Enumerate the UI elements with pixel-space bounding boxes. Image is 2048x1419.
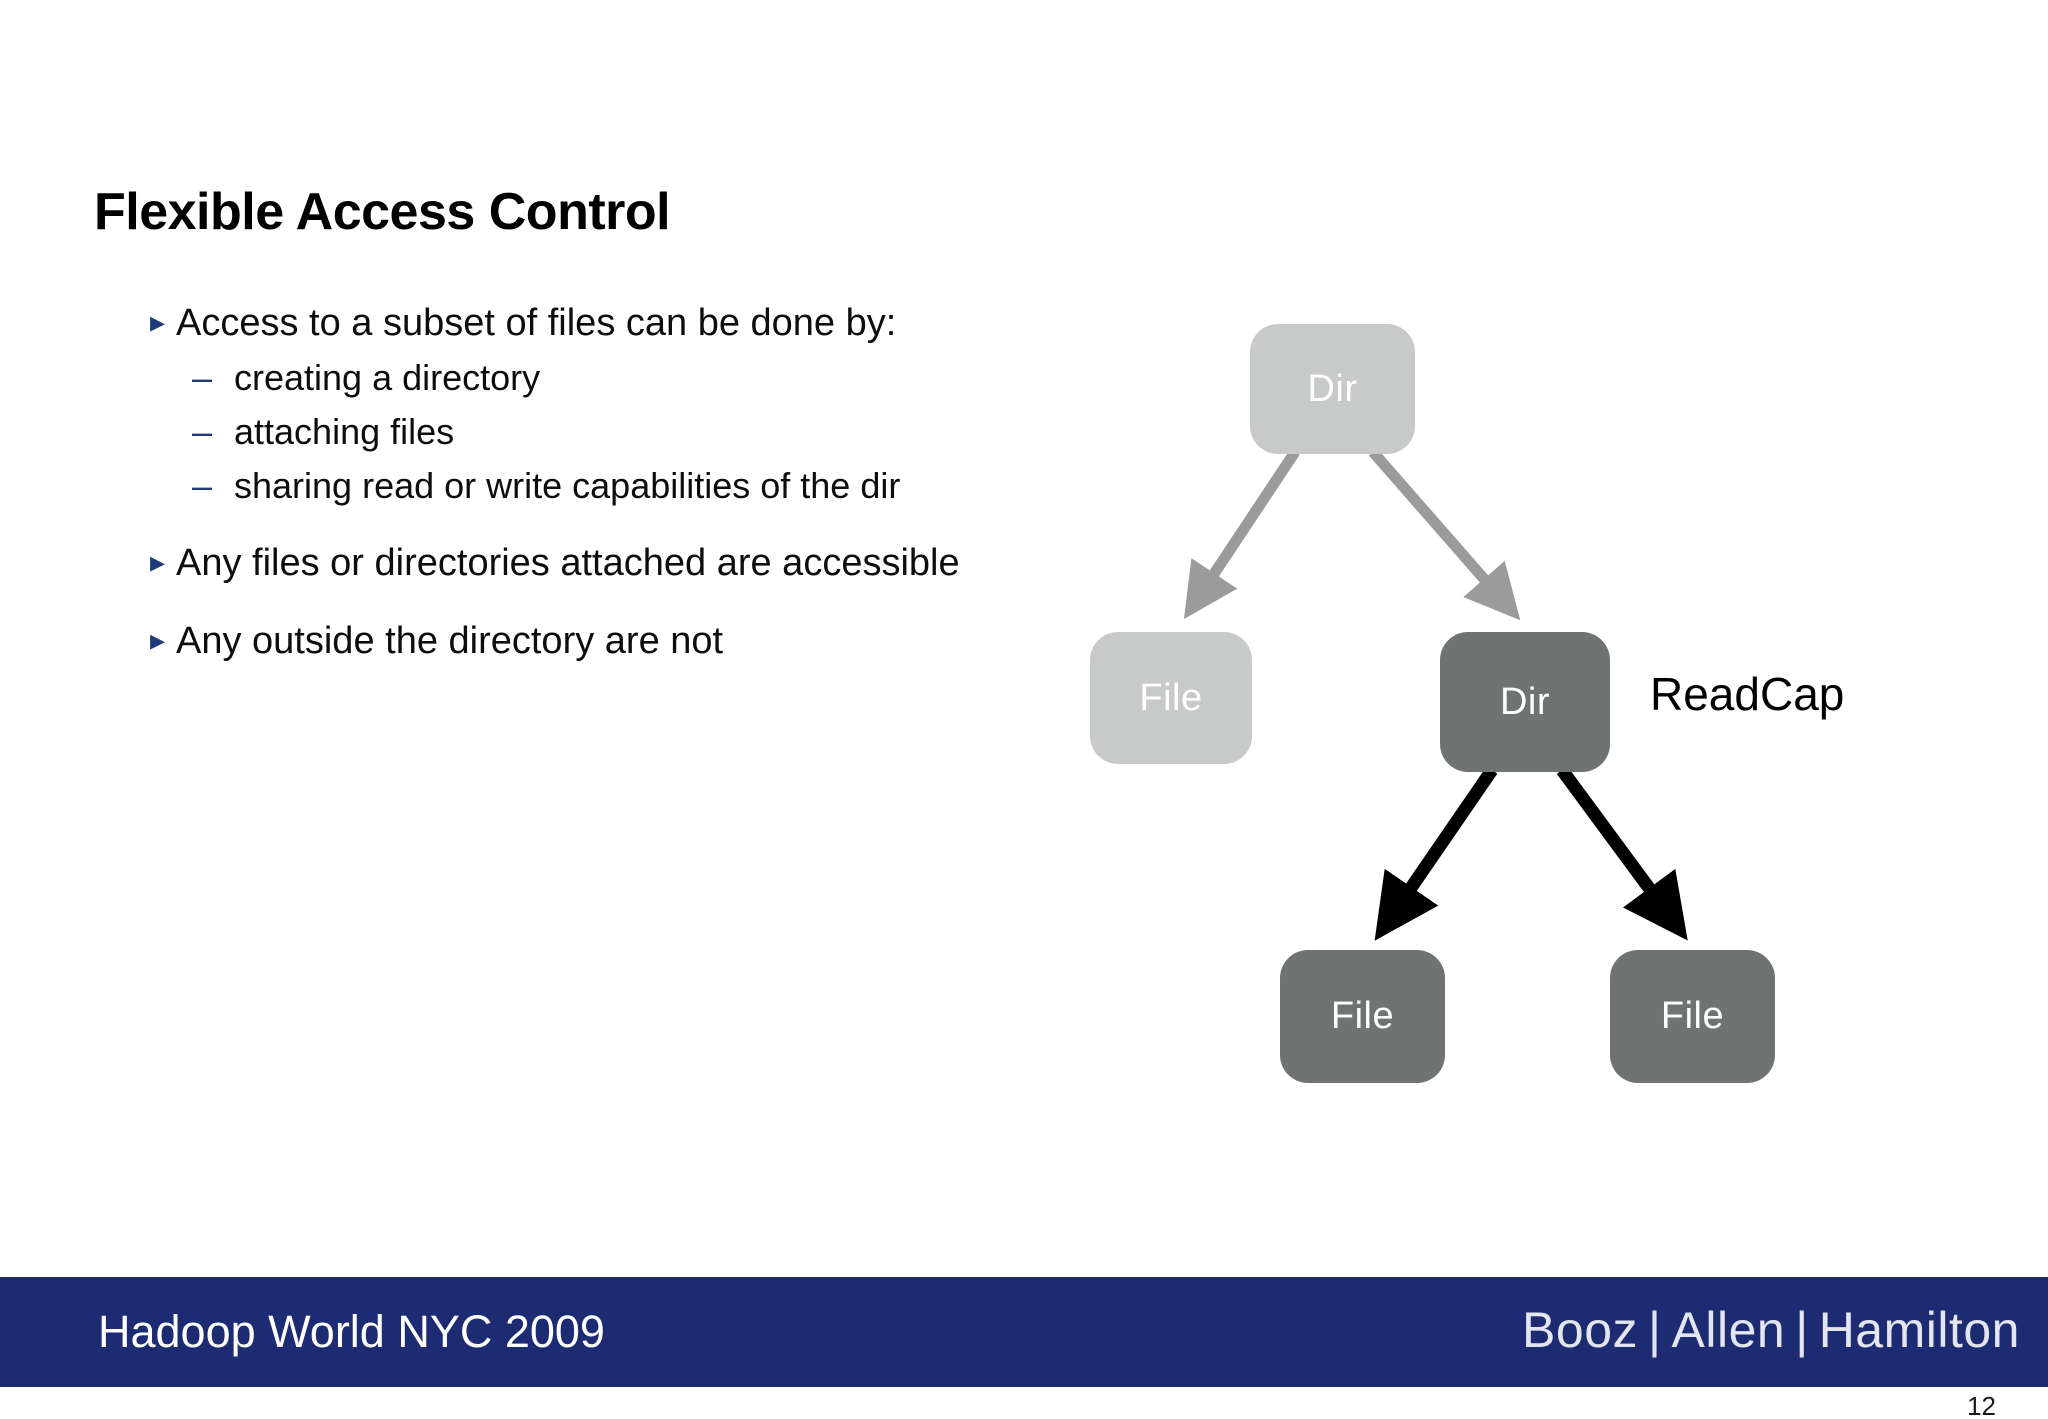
bullet-list: ▸ Access to a subset of files can be don… <box>150 300 1150 674</box>
list-item: ▸ Any outside the directory are not <box>150 618 1150 664</box>
list-item-label: sharing read or write capabilities of th… <box>234 465 901 506</box>
list-item-label: Access to a subset of files can be done … <box>176 302 897 344</box>
booz-allen-hamilton-logo: Booz|Allen|Hamilton <box>1522 1301 2020 1359</box>
diagram-edges <box>1183 448 1688 941</box>
node-file-bottom-left[interactable]: File <box>1280 950 1445 1083</box>
node-file-left[interactable]: File <box>1090 632 1252 764</box>
list-item: – sharing read or write capabilities of … <box>192 464 1150 508</box>
edge-dirmid-to-filebottomleft <box>1374 766 1498 941</box>
list-item: ▸ Access to a subset of files can be don… <box>150 300 1150 346</box>
logo-word-hamilton: Hamilton <box>1818 1302 2020 1358</box>
dash-bullet-icon: – <box>192 411 213 452</box>
node-dir-middle[interactable]: Dir <box>1440 632 1610 772</box>
logo-word-booz: Booz <box>1522 1302 1639 1358</box>
edge-dirroot-to-fileleft <box>1183 448 1300 620</box>
logo-word-allen: Allen <box>1671 1302 1786 1358</box>
footer-event-title: Hadoop World NYC 2009 <box>98 1306 605 1357</box>
node-file-bottom-right[interactable]: File <box>1610 950 1775 1083</box>
logo-separator-icon: | <box>1648 1302 1662 1358</box>
list-item: ▸ Any files or directories attached are … <box>150 540 1150 586</box>
dash-bullet-icon: – <box>192 357 213 398</box>
triangle-bullet-icon: ▸ <box>150 306 166 339</box>
page-title: Flexible Access Control <box>94 183 671 241</box>
file-tree-diagram: Dir File Dir File File ReadCap <box>1040 300 1980 1130</box>
triangle-bullet-icon: ▸ <box>150 546 166 579</box>
list-item-label: creating a directory <box>234 357 541 398</box>
page-number: 12 <box>1967 1391 1996 1419</box>
logo-separator-icon: | <box>1795 1302 1809 1358</box>
edge-dirmid-to-filebottomright <box>1556 766 1688 941</box>
triangle-bullet-icon: ▸ <box>150 624 166 657</box>
readcap-annotation: ReadCap <box>1650 668 1845 720</box>
list-item-label: Any outside the directory are not <box>176 620 724 662</box>
node-dir-root[interactable]: Dir <box>1250 324 1415 454</box>
list-item: – creating a directory <box>192 356 1150 400</box>
dash-bullet-icon: – <box>192 465 213 506</box>
footer-bar: Hadoop World NYC 2009 Booz|Allen|Hamilto… <box>0 1277 2048 1387</box>
list-item-label: Any files or directories attached are ac… <box>176 542 960 584</box>
list-item: – attaching files <box>192 410 1150 454</box>
list-item-label: attaching files <box>234 411 455 452</box>
edge-dirroot-to-dirmid <box>1368 448 1521 621</box>
